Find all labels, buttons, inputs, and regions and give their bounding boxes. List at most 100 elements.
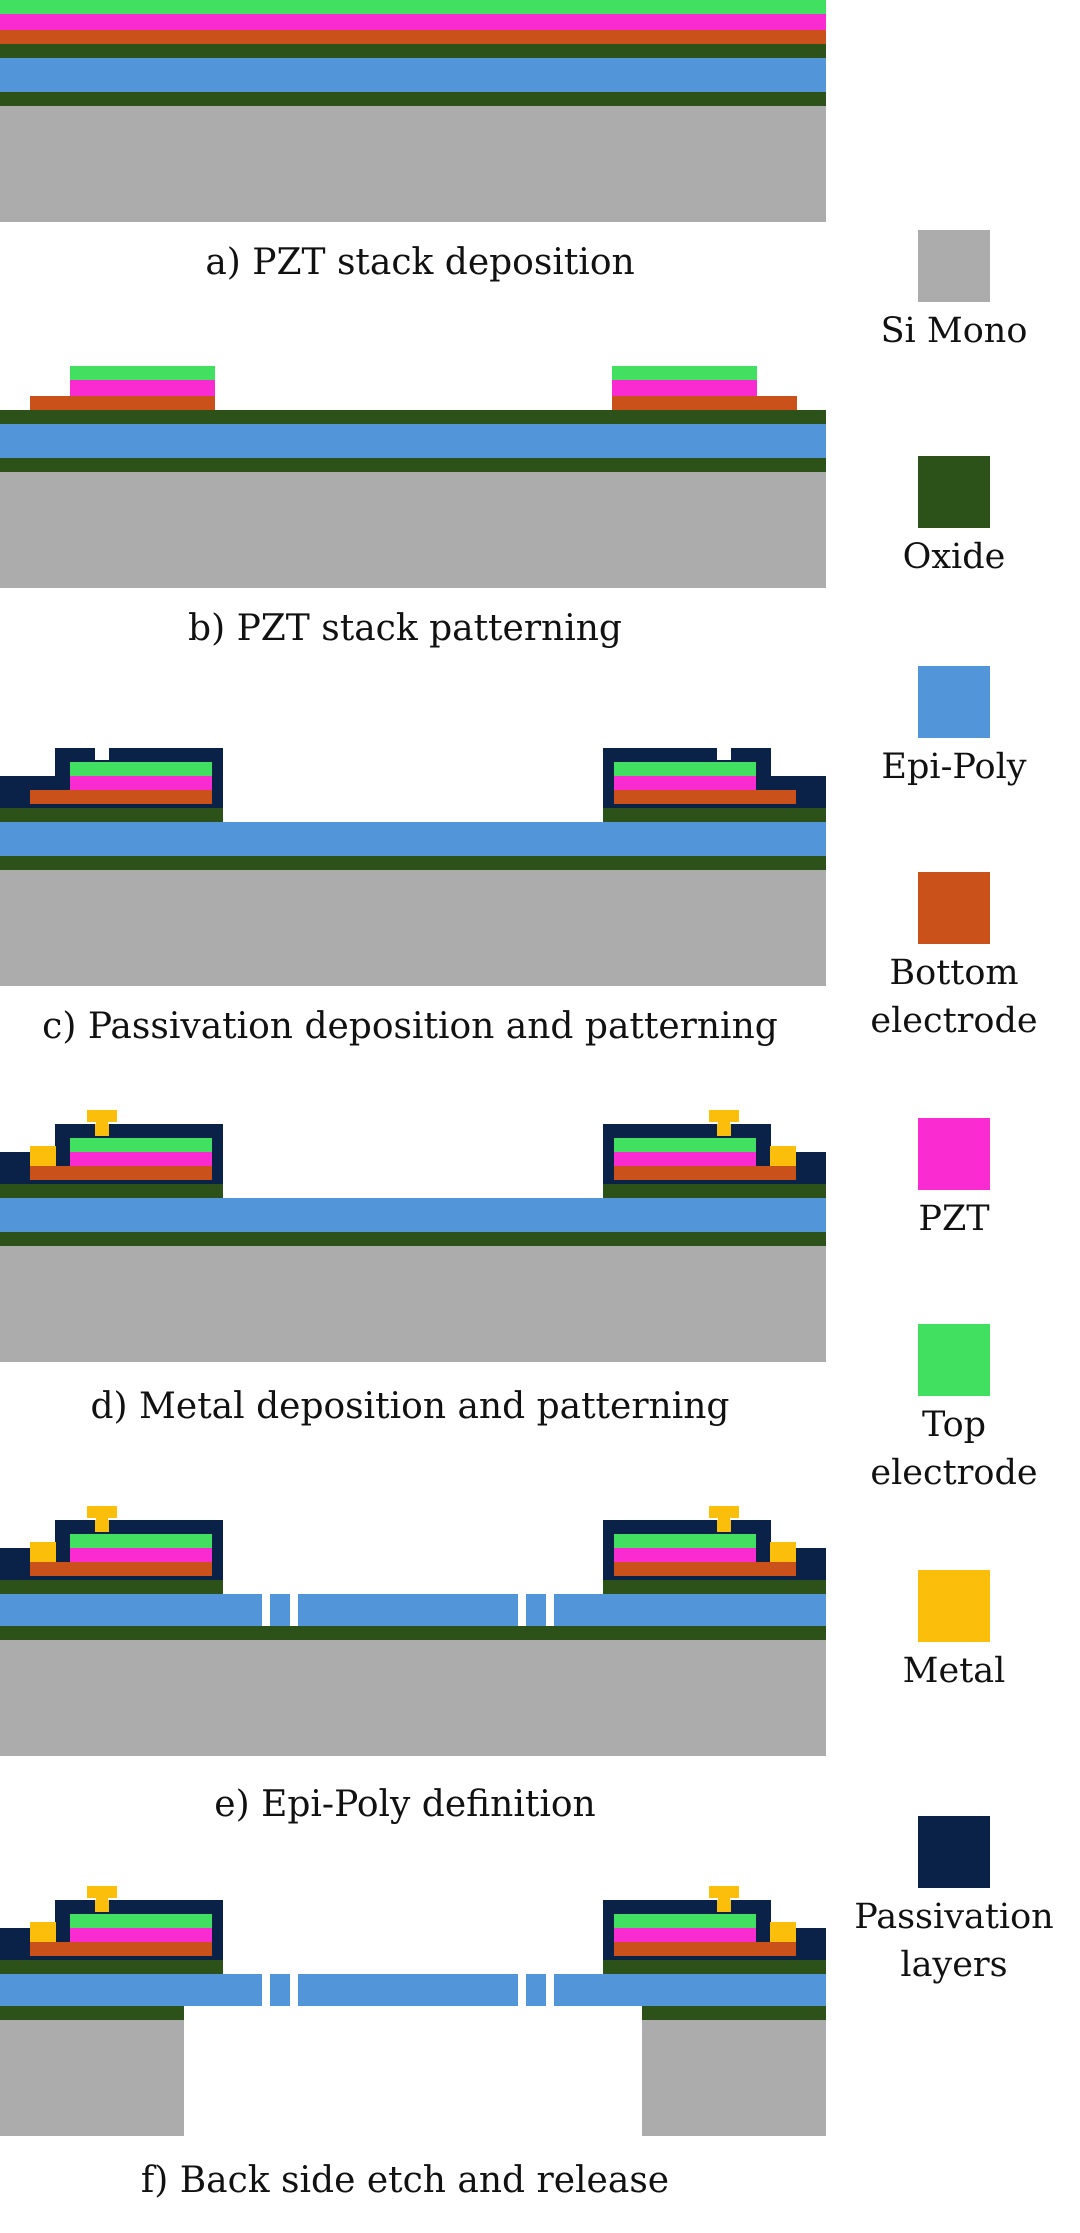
legend-label-te: electrode <box>870 1453 1037 1493</box>
cross-section-step-c <box>0 748 826 986</box>
top-electrode-left <box>70 1914 212 1928</box>
top-electrode-left <box>70 762 212 776</box>
legend-item-te: Top electrode <box>870 1324 1038 1493</box>
top-electrode-right <box>612 366 757 380</box>
si-substrate <box>0 472 826 588</box>
bottom-electrode-left <box>30 790 212 804</box>
oxide-layer <box>0 92 826 106</box>
epi-poly-segment <box>0 1974 262 2006</box>
oxide-layer <box>0 410 826 424</box>
pzt-right <box>614 776 756 790</box>
metal-top-right <box>709 1110 739 1122</box>
legend-label-pzt: PZT <box>918 1199 989 1239</box>
metal-stem-left <box>96 1122 108 1136</box>
pzt-layer <box>0 14 826 30</box>
pzt-left <box>70 1152 212 1166</box>
oxide-layer <box>0 856 826 870</box>
epi-poly-segment <box>526 1594 546 1626</box>
oxide-under-right <box>603 808 826 822</box>
metal-top-right <box>709 1506 739 1518</box>
top-electrode-left <box>70 1534 212 1548</box>
legend-swatch-met <box>918 1570 990 1642</box>
metal-pad-right <box>770 1922 796 1942</box>
epi-poly-layer <box>0 58 826 92</box>
metal-pad-right <box>770 1542 796 1562</box>
oxide-right <box>642 2006 826 2020</box>
pzt-left <box>70 1928 212 1942</box>
top-electrode-right <box>614 1534 756 1548</box>
legend-item-be: Bottom electrode <box>870 872 1038 1041</box>
oxide-under-right <box>603 1184 826 1198</box>
bottom-electrode-right <box>614 790 796 804</box>
passivation-opening-right <box>717 748 731 760</box>
legend-label-be: electrode <box>870 1001 1037 1041</box>
bottom-electrode-left <box>30 1562 212 1576</box>
epi-poly-segment <box>298 1974 518 2006</box>
si-substrate <box>0 1246 826 1362</box>
legend-swatch-pass <box>918 1816 990 1888</box>
bottom-electrode-left <box>30 1166 212 1180</box>
metal-pad-right <box>770 1146 796 1166</box>
epi-poly-segment <box>298 1594 518 1626</box>
metal-stem-right <box>718 1898 730 1912</box>
legend-item-pzt: PZT <box>918 1118 990 1239</box>
legend-label-pass: Passivation <box>854 1897 1053 1937</box>
legend-label-pass: layers <box>900 1945 1007 1985</box>
metal-pad-left <box>30 1922 56 1942</box>
legend-label-met: Metal <box>903 1651 1006 1691</box>
oxide-under-left <box>0 808 223 822</box>
pzt-left <box>70 380 215 396</box>
legend-label-si: Si Mono <box>881 311 1028 351</box>
legend-label-be: Bottom <box>889 953 1018 993</box>
top-electrode-left <box>70 366 215 380</box>
legend-item-ox: Oxide <box>903 456 1006 577</box>
top-electrode-right <box>614 1138 756 1152</box>
bottom-electrode-right <box>614 1562 796 1576</box>
metal-top-right <box>709 1886 739 1898</box>
oxide-layer <box>0 1232 826 1246</box>
top-electrode-layer <box>0 0 826 14</box>
epi-poly-segment <box>554 1594 826 1626</box>
top-electrode-right <box>614 1914 756 1928</box>
legend-label-te: Top <box>922 1405 986 1445</box>
epi-poly-layer <box>0 1198 826 1232</box>
top-electrode-left <box>70 1138 212 1152</box>
si-substrate <box>0 870 826 986</box>
material-legend: Si MonoOxideEpi-PolyBottomelectrodePZTTo… <box>854 230 1054 1985</box>
passivation-opening-left <box>95 748 109 760</box>
epi-poly-segment <box>0 1594 262 1626</box>
pzt-right <box>612 380 757 396</box>
epi-poly-layer <box>0 822 826 856</box>
top-electrode-right <box>614 762 756 776</box>
metal-stem-right <box>718 1122 730 1136</box>
metal-pad-left <box>30 1146 56 1166</box>
pzt-right <box>614 1928 756 1942</box>
step-captions: a) PZT stack deposition b) PZT stack pat… <box>42 242 778 2201</box>
cross-section-step-a <box>0 0 826 222</box>
oxide-under-right <box>603 1580 826 1594</box>
bottom-electrode-right <box>614 1166 796 1180</box>
si-substrate <box>0 1640 826 1756</box>
legend-swatch-be <box>918 872 990 944</box>
legend-label-ox: Oxide <box>903 537 1006 577</box>
si-substrate-left <box>0 2020 184 2136</box>
metal-stem-left <box>96 1898 108 1912</box>
epi-poly-segment <box>270 1974 290 2006</box>
epi-poly-segment <box>526 1974 546 2006</box>
caption-step-f: f) Back side etch and release <box>141 2160 669 2201</box>
legend-item-epi: Epi-Poly <box>881 666 1027 787</box>
metal-stem-left <box>96 1518 108 1532</box>
cross-section-step-f <box>0 1886 826 2136</box>
legend-swatch-epi <box>918 666 990 738</box>
pzt-right <box>614 1548 756 1562</box>
caption-step-d: d) Metal deposition and patterning <box>91 1386 730 1427</box>
si-substrate-right <box>642 2020 826 2136</box>
oxide-layer <box>0 458 826 472</box>
si-substrate <box>0 106 826 222</box>
legend-swatch-te <box>918 1324 990 1396</box>
caption-step-a: a) PZT stack deposition <box>205 242 634 283</box>
pzt-right <box>614 1152 756 1166</box>
metal-top-left <box>87 1506 117 1518</box>
bottom-electrode-right <box>612 396 797 410</box>
oxide-under-right <box>603 1960 826 1974</box>
